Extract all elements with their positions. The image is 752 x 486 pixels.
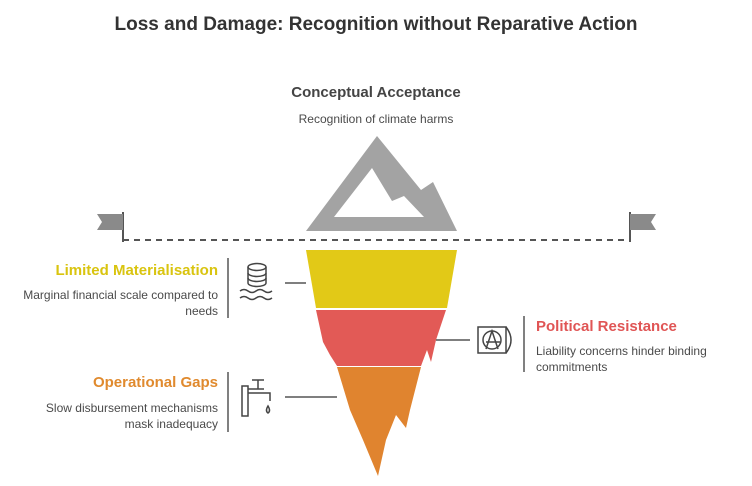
political-resistance-layer (316, 310, 446, 366)
limited-materialisation-description: Marginal financial scale compared to nee… (23, 288, 218, 318)
dripping-faucet-icon (241, 379, 271, 417)
left-flag (97, 212, 124, 242)
diagram-title: Loss and Damage: Recognition without Rep… (114, 14, 638, 35)
political-resistance-description: Liability concerns hinder binding commit… (536, 344, 707, 374)
conceptual-acceptance-title: Conceptual Acceptance (291, 84, 461, 101)
right-flag (629, 212, 656, 242)
operational-gaps-description: Slow disbursement mechanisms mask inadeq… (45, 401, 218, 431)
operational-gaps-layer (337, 367, 421, 476)
mountain-peak-icon (306, 136, 457, 231)
limited-materialisation-title: Limited Materialisation (55, 262, 218, 279)
operational-gaps-title: Operational Gaps (92, 374, 218, 391)
anarchy-flag-icon (477, 326, 512, 354)
coins-water-icon (239, 262, 273, 301)
limited-materialisation-layer (306, 250, 457, 308)
political-resistance-title: Political Resistance (536, 318, 677, 335)
conceptual-acceptance-description: Recognition of climate harms (298, 112, 454, 126)
